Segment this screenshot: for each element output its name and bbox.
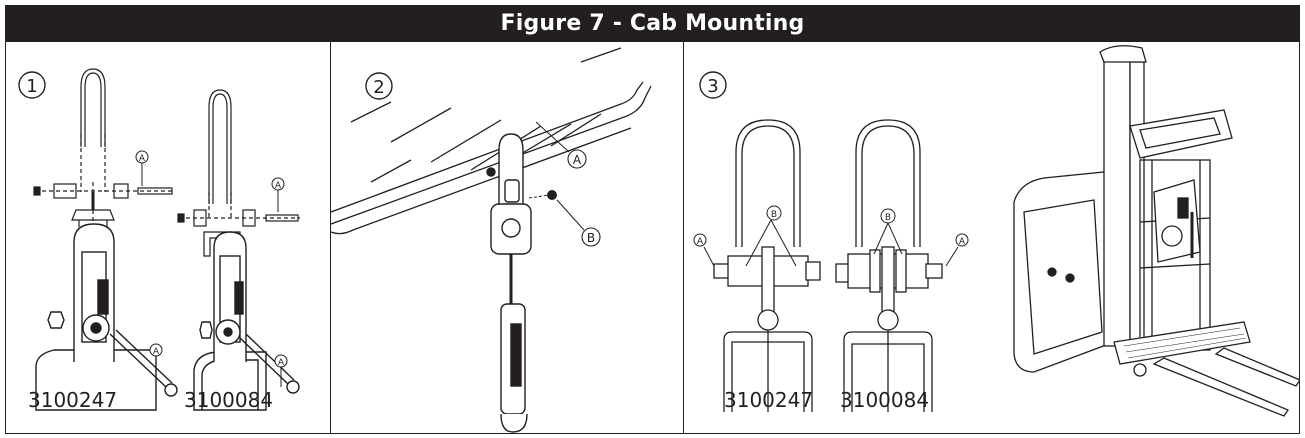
step-badge-1: 1 [18, 71, 46, 99]
part-number-3100084: 3100084 [840, 388, 930, 412]
callout-a: A [274, 354, 288, 387]
exploded-view-3100247 [33, 68, 173, 242]
svg-text:2: 2 [373, 77, 384, 98]
callout-a: A [271, 177, 285, 212]
assembled-view-3100084 [193, 231, 300, 411]
bracket-detail-3100247 [713, 119, 821, 412]
callout-b: B [745, 205, 797, 267]
callout-label: A [153, 347, 160, 357]
callout-a: A [135, 150, 149, 186]
panel-1-illustration: 1 A [18, 68, 300, 411]
callout-a: A [149, 343, 163, 378]
exploded-view-3100084 [177, 89, 300, 257]
part-number-3100247: 3100247 [28, 388, 118, 412]
assembled-view-3100247 [35, 223, 178, 411]
step-badge-3: 3 [699, 71, 727, 99]
callout-a: A [535, 121, 587, 169]
callout-a: A [945, 233, 969, 267]
mounting-nut [528, 190, 557, 200]
panel-divider [683, 42, 684, 433]
part-number-3100084: 3100084 [184, 388, 274, 412]
step-number: 1 [26, 76, 37, 97]
panel-3-illustration: 3 A B [693, 45, 1301, 417]
panel-step-3: 3 A B [684, 42, 1301, 433]
callout-label: B [885, 213, 891, 223]
panel-divider [330, 42, 331, 433]
callout-label: A [278, 358, 285, 368]
callout-label: A [697, 237, 704, 247]
callout-a: A [693, 233, 715, 267]
svg-text:3: 3 [707, 76, 718, 97]
callout-label: A [275, 181, 282, 191]
callout-label: A [139, 154, 146, 164]
panel-2-illustration: 2 [330, 47, 652, 433]
callout-b: B [556, 199, 601, 247]
step-badge-2: 2 [365, 72, 393, 100]
callout-label: A [573, 153, 582, 167]
order-picker-truck [1013, 45, 1301, 417]
figure-title: Figure 7 - Cab Mounting [5, 5, 1300, 42]
part-number-3100247: 3100247 [724, 388, 814, 412]
callout-label: A [959, 237, 966, 247]
self-retracting-lanyard [486, 133, 532, 433]
callout-b: B [873, 208, 903, 255]
callout-label: B [587, 231, 595, 245]
callout-label: B [771, 210, 777, 220]
panel-step-2: 2 [330, 42, 683, 433]
bracket-detail-3100084 [835, 119, 943, 412]
panel-step-1: 1 A [6, 42, 330, 433]
